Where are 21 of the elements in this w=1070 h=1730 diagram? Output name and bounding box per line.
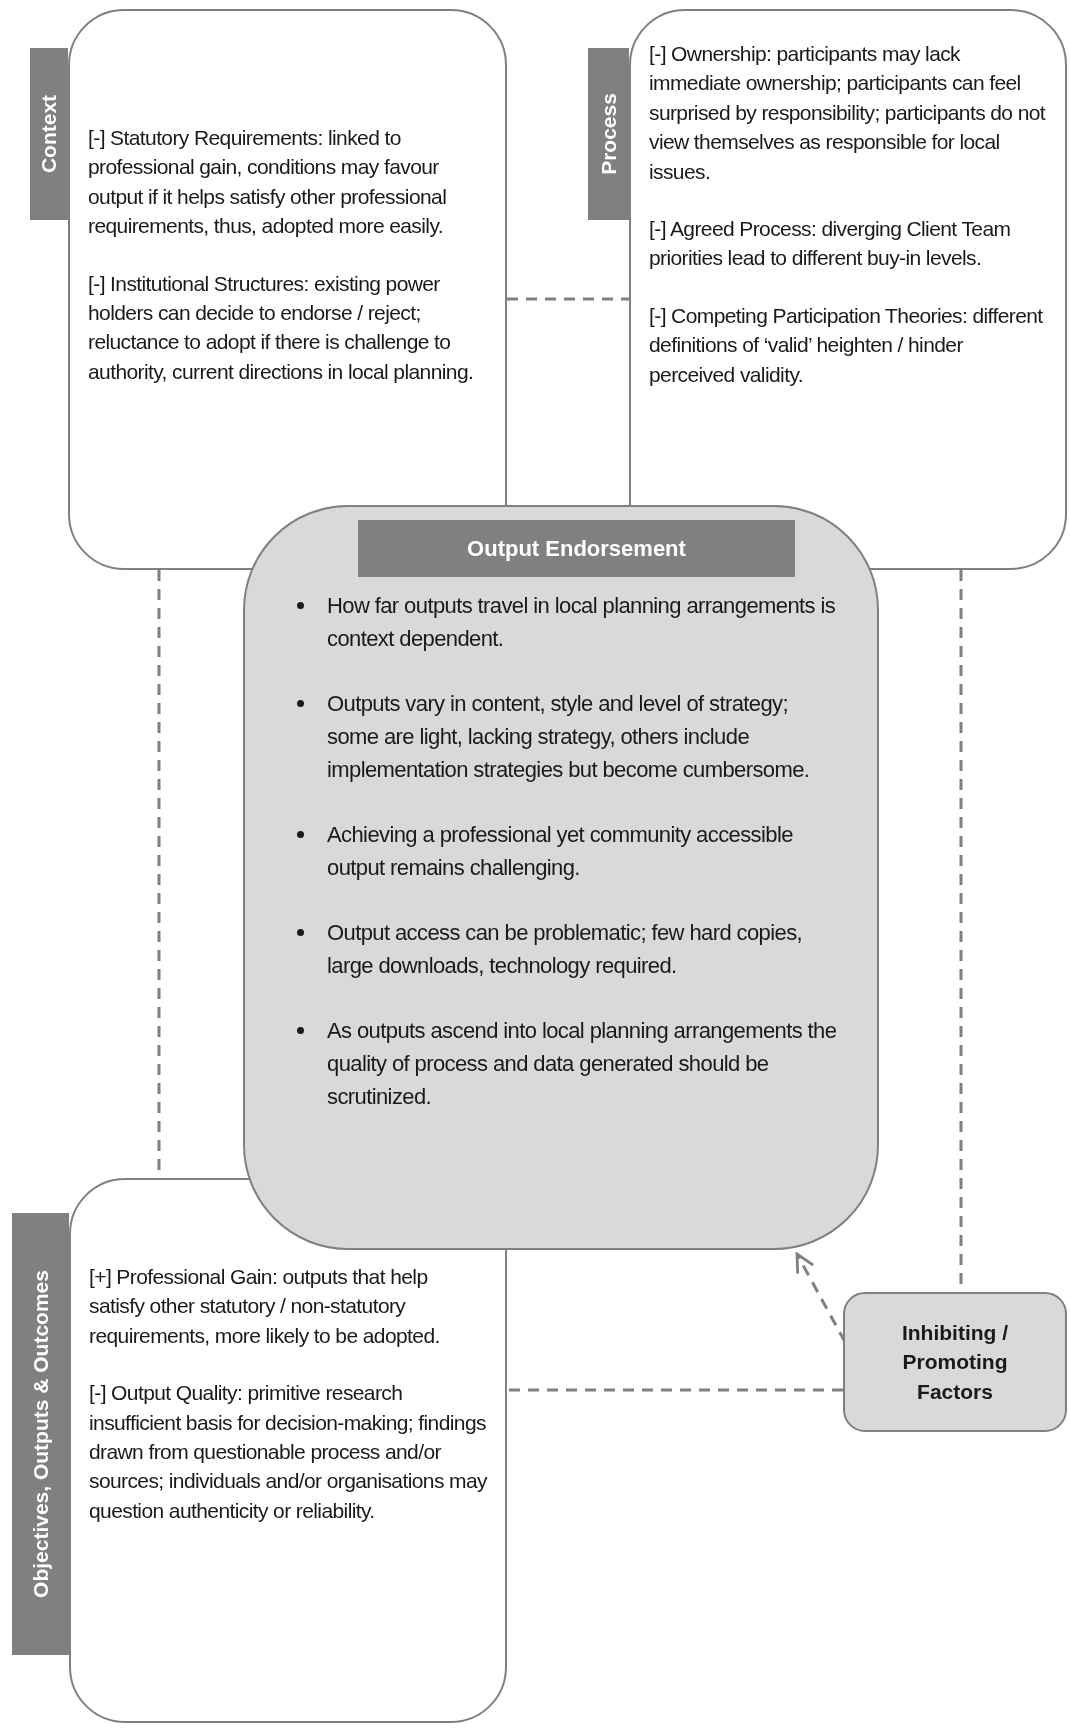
- category-panel: [69, 1178, 507, 1723]
- factor-paragraph: [-] Ownership: participants may lack immediate ownership; participants can feel surprised by responsibility; participants do not view themselves as responsible for local issues.: [649, 41, 1047, 185]
- category-tab: Context: [30, 48, 68, 220]
- summary-panel: [243, 505, 879, 1250]
- bullet-point: Output access can be problematic; few hard copies, large downloads, technology required.: [327, 916, 837, 982]
- category-tab: Process: [588, 48, 629, 220]
- bullet-point: Achieving a professional yet community accessible output remains challenging.: [327, 818, 837, 884]
- category-tab: Objectives, Outputs & Outcomes: [12, 1213, 69, 1655]
- connector-line: [507, 1388, 843, 1392]
- factor-paragraph: [+] Professional Gain: outputs that help satisfy other statutory / non-statutory requirements, more likely to be adopted.: [89, 1264, 441, 1349]
- factor-paragraph: [-] Institutional Structures: existing power holders can decide to endorse / reject; reluctance to adopt if there is challenge to authority, current directions in local planning.: [88, 270, 475, 385]
- connector-line: [507, 297, 629, 301]
- factor-box: Inhibiting / Promoting Factors: [843, 1292, 1067, 1432]
- factor-paragraph: [-] Competing Participation Theories: different definitions of ‘valid’ heighten / hinder perceived validity.: [649, 302, 1044, 388]
- bullet-point: As outputs ascend into local planning arrangements the quality of process and data generated should be scrutinized.: [327, 1014, 837, 1113]
- bullet-point: How far outputs travel in local planning arrangements is context dependent.: [327, 589, 837, 655]
- factor-paragraph: [-] Statutory Requirements: linked to professional gain, conditions may favour output if it helps satisfy other professional requirements, thus, adopted more easily.: [88, 125, 448, 240]
- factor-paragraph: [-] Output Quality: primitive research insufficient basis for decision-making; findings drawn from questionable process and/or sources; individuals and/or organisations may question authenticity or reliability.: [89, 1380, 487, 1524]
- panel-header: Output Endorsement: [358, 520, 795, 577]
- factor-paragraph: [-] Agreed Process: diverging Client Team priorities lead to different buy-in levels.: [649, 215, 1012, 272]
- bullet-point: Outputs vary in content, style and level of strategy; some are light, lacking strategy, others include implementation strategies but become cumbersome.: [327, 687, 837, 786]
